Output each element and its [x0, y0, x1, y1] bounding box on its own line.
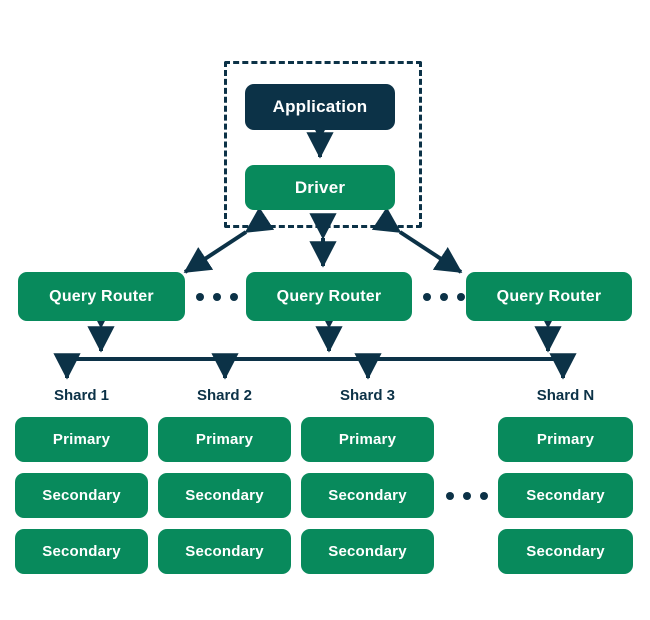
ellipsis-dot: [480, 492, 488, 500]
driver-node-label: Driver: [294, 177, 346, 197]
application-node[interactable]: Application: [245, 84, 395, 130]
shard-1-secondary-2[interactable]: Secondary: [15, 529, 148, 574]
shard-3-secondary-2[interactable]: Secondary: [301, 529, 434, 574]
shard-n-secondary-1-label: Secondary: [526, 487, 605, 504]
shard-distribution-bus: [53, 353, 577, 380]
shard-3-label: Shard 3: [339, 387, 396, 404]
shard-2-secondary-1-label: Secondary: [185, 487, 264, 504]
query-router-2[interactable]: Query Router: [246, 272, 412, 321]
shard-1-primary[interactable]: Primary: [15, 417, 148, 462]
shard-n-secondary-2-label: Secondary: [526, 543, 605, 560]
ellipsis-dot: [463, 492, 471, 500]
shard-2-label: Shard 2: [196, 387, 253, 404]
query-router-1-label: Query Router: [49, 287, 154, 305]
shard-3-primary-label: Primary: [338, 431, 397, 448]
query-router-3[interactable]: Query Router: [466, 272, 632, 321]
ellipsis-dot: [440, 293, 448, 301]
driver-node[interactable]: Driver: [245, 165, 395, 210]
ellipsis-dot: [423, 293, 431, 301]
ellipsis-dot: [446, 492, 454, 500]
ellipsis-dot: [457, 293, 465, 301]
shard-1-primary-label: Primary: [52, 431, 111, 448]
ellipsis-dot: [230, 293, 238, 301]
shard-3-secondary-1-label: Secondary: [328, 487, 407, 504]
shard-n-secondary-2[interactable]: Secondary: [498, 529, 633, 574]
connector-client-to-router-3: [371, 207, 463, 274]
shard-n-primary-label: Primary: [536, 431, 595, 448]
shard-3-primary[interactable]: Primary: [301, 417, 434, 462]
shard-n-label: Shard N: [536, 387, 595, 404]
shard-ellipsis: [446, 492, 488, 500]
shard-1-label: Shard 1: [53, 387, 110, 404]
router-ellipsis-1: [196, 293, 238, 301]
query-router-1[interactable]: Query Router: [18, 272, 185, 321]
shard-2-secondary-1[interactable]: Secondary: [158, 473, 291, 518]
shard-3-secondary-1[interactable]: Secondary: [301, 473, 434, 518]
shard-3-secondary-2-label: Secondary: [328, 543, 407, 560]
router-ellipsis-2: [423, 293, 465, 301]
shard-1-secondary-1[interactable]: Secondary: [15, 473, 148, 518]
connector-client-to-router-1: [183, 207, 275, 274]
shard-2-primary[interactable]: Primary: [158, 417, 291, 462]
shard-2-secondary-2[interactable]: Secondary: [158, 529, 291, 574]
ellipsis-dot: [213, 293, 221, 301]
shard-2-primary-label: Primary: [195, 431, 254, 448]
application-node-label: Application: [272, 97, 368, 116]
shard-1-secondary-2-label: Secondary: [42, 543, 121, 560]
query-router-3-label: Query Router: [496, 287, 602, 305]
query-router-2-label: Query Router: [276, 287, 382, 305]
shard-2-secondary-2-label: Secondary: [185, 543, 264, 560]
ellipsis-dot: [196, 293, 204, 301]
application-tier-group: [224, 61, 422, 228]
shard-1-secondary-1-label: Secondary: [42, 487, 121, 504]
shard-n-primary[interactable]: Primary: [498, 417, 633, 462]
shard-n-secondary-1[interactable]: Secondary: [498, 473, 633, 518]
